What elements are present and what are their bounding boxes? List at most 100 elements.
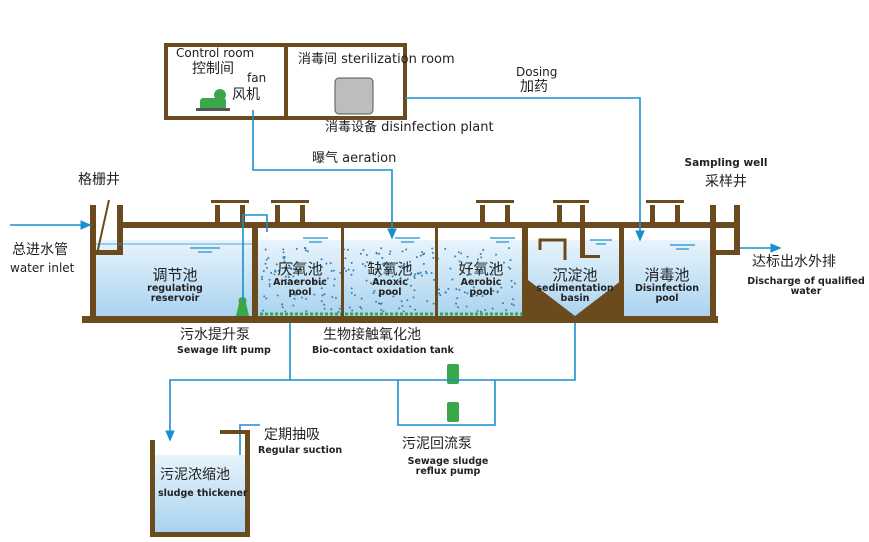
dosing-zh: 加药 [520,79,548,95]
bubble [378,294,381,297]
bubble [495,253,498,256]
bubble [451,278,454,281]
bubble [309,266,312,269]
sedimentation-hopper [528,280,622,317]
pool-zh: 调节池 [152,266,198,284]
bubble [481,295,484,298]
pool-en2: reservoir [150,292,200,304]
bubble [320,258,323,261]
bubble [273,273,276,276]
bubble [308,289,311,292]
bubble [476,310,479,313]
bubble [293,297,296,300]
riser-part [580,205,585,225]
bubble [313,280,316,283]
bubble [348,306,351,309]
bubble [476,258,479,261]
water-level-marks [96,237,695,253]
pool-en1: Disinfection [634,282,700,294]
inlet-en: water inlet [10,261,75,275]
bubble [419,271,422,274]
pool-en1: regulating [147,282,203,294]
bubble [501,302,504,305]
bubble [444,291,447,294]
bubble [360,297,363,300]
bubble [438,292,441,295]
fan-icon [196,89,230,111]
bubble [480,256,483,259]
bubble [511,285,514,288]
aeration-label: 曝气 aeration [312,151,397,166]
bubble [323,307,326,310]
bubble [299,268,302,271]
bubble [458,260,461,263]
regular-suction-en: Regular suction [258,445,343,456]
bubble [400,264,403,267]
bubble [344,257,347,260]
pool-en2: pool [469,286,493,298]
bubble [409,260,412,263]
bubble [475,294,478,297]
bubble [492,290,495,293]
bubble [439,294,442,297]
pool-en2: basin [560,292,590,304]
bubble [304,247,307,250]
bubble [287,276,290,279]
pool-en2: pool [655,292,679,304]
bubble [381,263,384,266]
bubble [264,248,267,251]
bubble [339,271,342,274]
sterilization-room-label: 消毒间 sterilization room [298,52,455,67]
bubble [381,257,384,260]
bubble [491,307,494,310]
bubble [413,308,416,311]
bubble [350,273,353,276]
reflux-pump-en-line2: reflux pump [415,465,481,477]
bubble [375,271,378,274]
bubble [284,310,287,313]
bubble [370,261,373,264]
bubble [264,262,267,265]
bubble [330,308,333,311]
bubble [390,291,393,294]
bubble [282,256,285,259]
bubble [486,273,489,276]
bubble [479,253,482,256]
bubble [316,272,319,275]
bubble [276,294,279,297]
bubble [337,310,340,313]
reflux-pump-icon [447,364,459,422]
bubble [433,278,436,281]
bubble [300,296,303,299]
bubble [387,263,390,266]
bubble [396,262,399,265]
bubble [509,267,512,270]
bubble [505,309,508,312]
riser-part [300,205,305,225]
bubble [294,293,297,296]
sampling-well-zh: 采样井 [705,174,747,190]
lift-pump-en: Sewage lift pump [177,345,271,356]
sludge-thickener-zh: 污泥浓缩池 [160,467,230,483]
dosing-label: Dosing [516,65,558,79]
bubble [425,272,428,275]
grille-well-label: 格栅井 [78,172,120,188]
bubble [472,286,475,289]
bubble [377,302,380,305]
bubble [320,287,323,290]
bubble [268,278,271,281]
bubble [345,269,348,272]
bubble [330,270,333,273]
riser-part [476,200,514,203]
riser-part [215,205,220,225]
discharge-zh: 达标出水外排 [752,254,836,270]
bubble [292,304,295,307]
bubble [320,265,323,268]
bar-screen [96,199,110,255]
bubble [389,250,392,253]
